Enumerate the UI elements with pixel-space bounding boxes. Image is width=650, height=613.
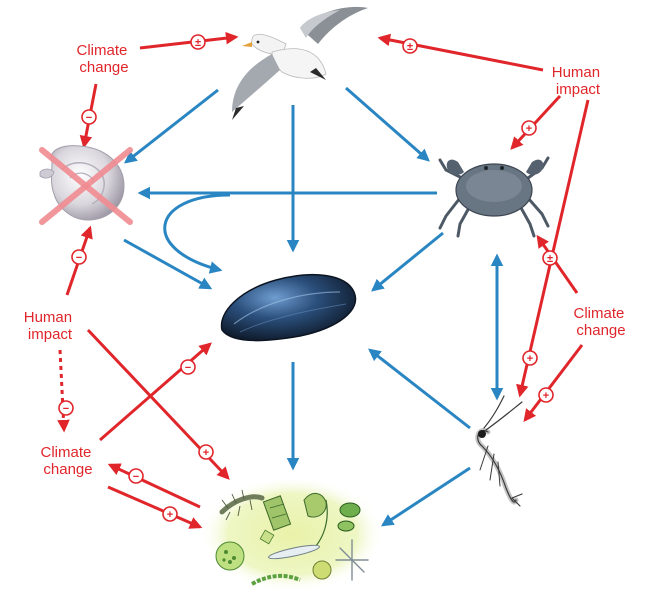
- svg-text:±: ±: [195, 37, 201, 49]
- label-human-impact-left: Human impact: [24, 309, 77, 343]
- sign-badge: −: [180, 359, 196, 375]
- shrimp-icon: [475, 395, 523, 507]
- arrow-cc-bl-to-mussel: [99, 342, 212, 442]
- svg-text:+: +: [543, 390, 549, 402]
- arrow-gull-to-crab: [345, 86, 430, 162]
- crab-icon: [438, 156, 550, 238]
- label-climate-change-top-left: Climate change: [76, 42, 131, 76]
- arrow-crab-to-mussel-curved: [163, 193, 231, 274]
- arrow-hi-tr-to-crab: [510, 94, 562, 150]
- arrow-cc-tl-to-gull: [139, 31, 239, 50]
- sign-badge: +: [522, 350, 538, 366]
- svg-text:−: −: [76, 252, 82, 264]
- arrow-crab-to-mussel: [371, 231, 444, 292]
- arrow-shrimp-to-mussel: [368, 348, 471, 430]
- arrow-cc-r-to-crab: [536, 234, 579, 294]
- sign-badge: −: [128, 468, 144, 484]
- sign-badges: ± − ± + + − − + − − + ± +: [58, 34, 558, 522]
- svg-text:+: +: [167, 509, 173, 521]
- sign-badge: ±: [402, 38, 418, 54]
- food-web-arrows: [123, 86, 504, 527]
- svg-text:+: +: [526, 123, 532, 135]
- svg-text:−: −: [86, 112, 92, 124]
- sign-badge: −: [81, 109, 97, 125]
- svg-text:+: +: [527, 353, 533, 365]
- snail-crossed-out-icon: [39, 145, 133, 225]
- sign-badge: −: [58, 400, 74, 416]
- arrow-gull-to-snail: [124, 88, 219, 164]
- sign-badge: −: [71, 249, 87, 265]
- svg-text:+: +: [203, 447, 209, 459]
- arrow-cc-r-to-shrimp: [523, 344, 584, 423]
- sign-badge: ±: [190, 34, 206, 50]
- arrow-shrimp-to-plankton: [380, 466, 471, 527]
- sign-badge: +: [198, 444, 214, 460]
- arrow-snail-to-mussel: [123, 238, 213, 290]
- arrow-hi-l-to-cc-bl: [57, 349, 70, 433]
- svg-text:−: −: [63, 403, 69, 415]
- label-climate-change-bottom-left: Climate change: [40, 444, 95, 478]
- seagull-icon: [232, 6, 368, 120]
- arrow-cc-bl-to-plankton: [107, 485, 203, 529]
- label-human-impact-top-right: Human impact: [552, 64, 605, 98]
- sign-badge: +: [162, 506, 178, 522]
- sign-badge: ±: [542, 250, 558, 266]
- sign-badge: +: [538, 387, 554, 403]
- svg-text:±: ±: [407, 41, 413, 53]
- plankton-icon: [200, 476, 384, 592]
- label-climate-change-right: Climate change: [573, 305, 628, 339]
- arrow-hi-tr-to-shrimp: [516, 99, 590, 398]
- svg-text:±: ±: [547, 253, 553, 265]
- mussel-icon: [220, 273, 357, 342]
- svg-text:−: −: [133, 471, 139, 483]
- svg-text:−: −: [185, 362, 191, 374]
- sign-badge: +: [521, 120, 537, 136]
- driver-labels: Climate change Human impact Human impact…: [24, 42, 628, 478]
- arrow-plankton-to-cc-bl: [107, 463, 201, 509]
